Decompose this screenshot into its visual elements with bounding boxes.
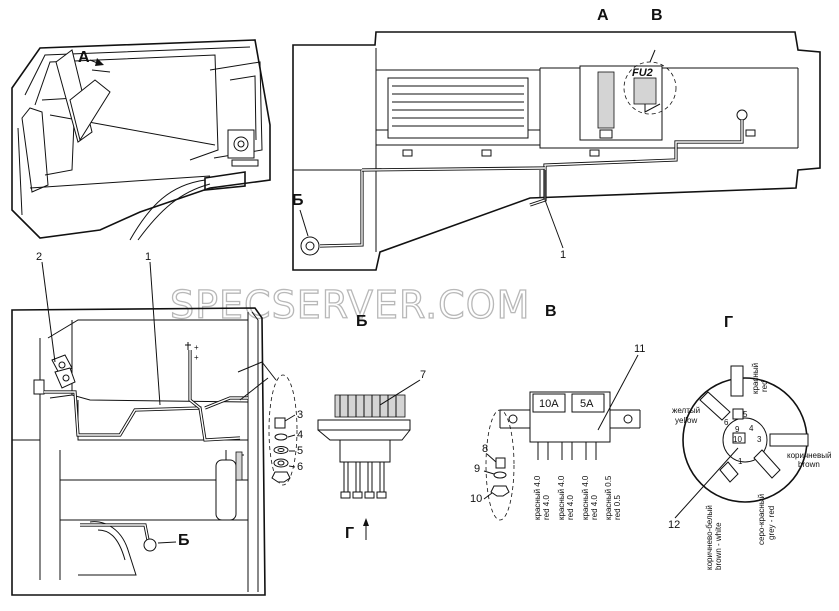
section-arrow-g: Г xyxy=(345,525,354,542)
pin-1: 1 xyxy=(738,457,743,466)
wire-label-7: красный 0.5 xyxy=(604,475,613,520)
section-b-leader-label: Б xyxy=(178,532,190,549)
callout-9: 9 xyxy=(474,463,480,475)
fuse-5a: 5A xyxy=(580,398,594,410)
pin-5: 5 xyxy=(743,410,748,419)
cab-perspective-view: А xyxy=(11,39,271,241)
part-7-connector: Б 7 Г xyxy=(317,313,426,542)
callout-11: 11 xyxy=(634,343,645,355)
section-title-b: Б xyxy=(356,313,368,330)
fasteners-3-6: 3 4 5 6 xyxy=(271,409,303,483)
wire-brown-en: brown xyxy=(798,460,820,469)
section-b-view: + + 2 1 Б xyxy=(11,251,298,596)
wire-red-ru: красный xyxy=(751,363,760,394)
wire-brown-ru: коричневый xyxy=(787,451,831,460)
wire-label-8: red 0.5 xyxy=(613,495,622,520)
pin-6: 6 xyxy=(724,418,729,427)
callout-3: 3 xyxy=(297,409,303,421)
view-label-a-marker: А xyxy=(78,49,90,66)
svg-text:+: + xyxy=(194,343,199,352)
pin-10: 10 xyxy=(733,435,742,444)
wire-yellow-ru: желтый xyxy=(672,406,700,415)
wire-brownwhite-en: brown - white xyxy=(714,522,723,570)
wire-red-en: red xyxy=(760,380,769,392)
callout-4: 4 xyxy=(297,429,303,441)
callout-8: 8 xyxy=(482,443,488,455)
fuse-10a: 10A xyxy=(539,398,559,410)
wire-label-2: red 4.0 xyxy=(542,495,551,520)
pin-9: 9 xyxy=(735,425,740,434)
wire-label-6: red 4.0 xyxy=(590,495,599,520)
wire-greyred-ru: серо-красный xyxy=(757,494,766,545)
fuse-wire-labels: красный 4.0 red 4.0 красный 4.0 red 4.0 … xyxy=(533,475,622,520)
fuse-label-fu2: FU2 xyxy=(632,67,653,79)
section-v-fuse-block: В 10A 5A 8 9 10 11 красный 4.0 red 4.0 к… xyxy=(470,303,645,521)
wire-label-3: красный 4.0 xyxy=(557,475,566,520)
callout-2: 2 xyxy=(36,251,42,263)
wire-label-1: красный 4.0 xyxy=(533,475,542,520)
view-label-v: В xyxy=(651,7,663,24)
section-g-connector: Г 5 6 9 10 4 3 1 красный red желтый yell… xyxy=(668,314,831,570)
wire-greyred-en: grey - red xyxy=(767,506,776,540)
section-title-v: В xyxy=(545,303,557,320)
callout-12: 12 xyxy=(668,519,680,531)
pin-4: 4 xyxy=(749,424,754,433)
callout-7: 7 xyxy=(420,369,426,381)
callout-1-bottom: 1 xyxy=(145,251,151,263)
wire-brownwhite-ru: коричнево-белый xyxy=(705,505,714,570)
wire-yellow-en: yellow xyxy=(675,416,697,425)
wire-label-4: red 4.0 xyxy=(566,495,575,520)
view-a-panel: FU2 А В Б 1 xyxy=(292,7,821,271)
callout-10: 10 xyxy=(470,493,482,505)
pin-3: 3 xyxy=(757,435,762,444)
view-label-b: Б xyxy=(292,192,304,209)
callout-6: 6 xyxy=(297,461,303,473)
wire-label-5: красный 4.0 xyxy=(581,475,590,520)
svg-text:+: + xyxy=(194,353,199,362)
callout-1-top: 1 xyxy=(560,249,566,261)
callout-5: 5 xyxy=(297,445,303,457)
section-title-g: Г xyxy=(724,314,733,331)
view-label-a: А xyxy=(597,7,609,24)
